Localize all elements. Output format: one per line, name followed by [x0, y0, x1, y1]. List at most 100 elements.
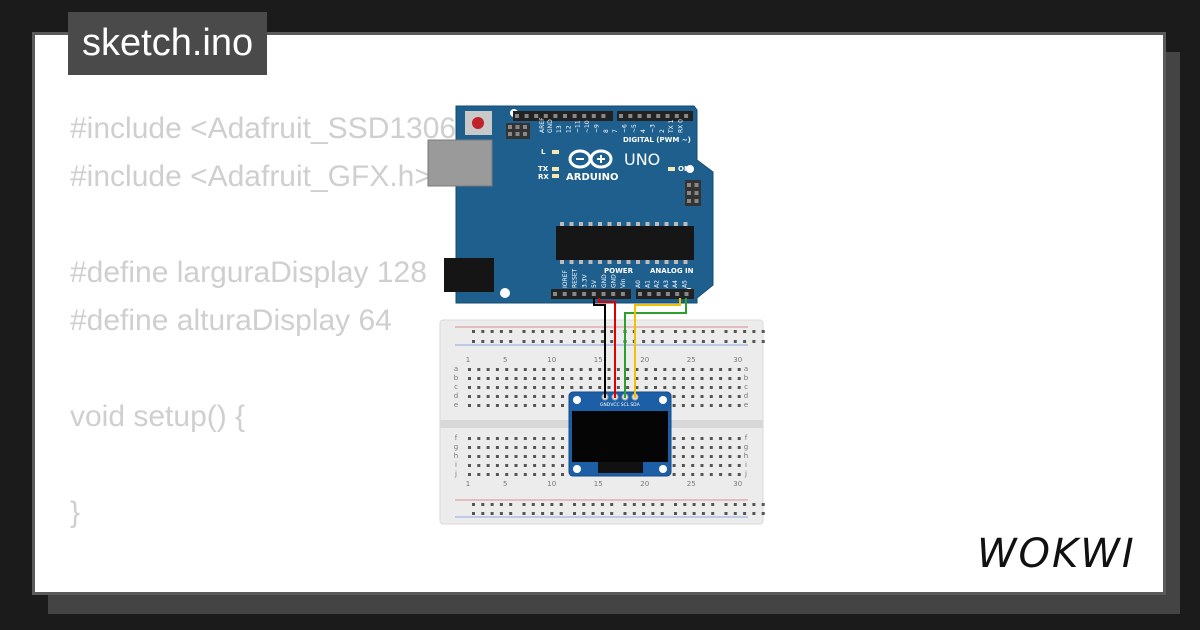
breadboard-hole — [691, 473, 695, 476]
breadboard-hole — [701, 512, 705, 515]
header-pin[interactable] — [534, 114, 539, 118]
wire-vcc[interactable] — [598, 298, 616, 398]
header-pin[interactable] — [515, 125, 520, 129]
breadboard-hole — [477, 437, 481, 440]
pin-label: 3.3V — [581, 273, 588, 288]
row-letter: c — [454, 383, 458, 391]
chip-leg — [664, 222, 669, 226]
pin-label: A3 — [663, 280, 670, 288]
breadboard-hole — [477, 455, 481, 458]
chip-leg — [579, 222, 583, 226]
header-pin[interactable] — [684, 114, 689, 118]
header-pin[interactable] — [563, 114, 567, 118]
header-pin[interactable] — [675, 292, 680, 296]
header-pin[interactable] — [687, 191, 691, 195]
chip-leg — [588, 260, 593, 264]
header-pin[interactable] — [515, 114, 519, 118]
header-pin[interactable] — [601, 292, 606, 296]
wire-sda[interactable] — [634, 298, 681, 398]
breadboard-hole — [579, 377, 583, 380]
power-jack — [444, 258, 494, 292]
row-letter: a — [744, 365, 748, 373]
header-pin[interactable] — [694, 199, 699, 203]
header-pin[interactable] — [656, 114, 661, 118]
header-pin[interactable] — [674, 114, 679, 118]
header-pin[interactable] — [562, 292, 567, 296]
header-pin[interactable] — [638, 292, 642, 296]
breadboard-hole — [481, 503, 485, 506]
header-pin[interactable] — [656, 292, 661, 296]
breadboard-hole — [642, 340, 646, 343]
breadboard-hole — [542, 437, 546, 440]
header-pin[interactable] — [572, 292, 577, 296]
header-pin[interactable] — [646, 114, 651, 118]
label-power: POWER — [604, 267, 634, 275]
header-pin[interactable] — [543, 114, 548, 118]
header-pin[interactable] — [628, 114, 633, 118]
header-pin[interactable] — [523, 132, 527, 136]
header-pin[interactable] — [620, 292, 625, 296]
wire-gnd[interactable] — [593, 298, 606, 398]
pin-label: 12 — [565, 125, 572, 133]
header-pin[interactable] — [582, 292, 587, 296]
breadboard-hole — [505, 368, 509, 371]
wire-scl[interactable] — [624, 298, 687, 398]
header-pin[interactable] — [619, 114, 623, 118]
row-letter: g — [454, 443, 458, 451]
chip-leg — [626, 222, 631, 226]
label-rx: RX — [538, 173, 549, 181]
arduino-uno-board[interactable]: L TX RX ON DIGITAL (PWM ~) POWER ANALOG … — [427, 105, 714, 304]
breadboard-hole — [700, 437, 704, 440]
breadboard-hole — [550, 503, 554, 506]
header-pin[interactable] — [508, 132, 512, 136]
breadboard-hole — [728, 395, 732, 398]
header-pin[interactable] — [687, 183, 691, 187]
header-pin[interactable] — [647, 292, 652, 296]
chip-leg — [560, 260, 564, 264]
header-pin[interactable] — [694, 191, 699, 195]
header-pin[interactable] — [687, 199, 691, 203]
header-pin[interactable] — [553, 292, 557, 296]
header-pin[interactable] — [611, 292, 616, 296]
chip-leg — [636, 260, 640, 264]
header-pin[interactable] — [601, 114, 606, 118]
header-pin[interactable] — [553, 114, 558, 118]
header-pin[interactable] — [524, 114, 529, 118]
pin-label: Vin — [620, 278, 627, 288]
header-pin[interactable] — [582, 114, 587, 118]
row-letter: d — [744, 392, 748, 400]
header-pin[interactable] — [665, 292, 670, 296]
header-pin[interactable] — [508, 125, 512, 129]
header-pin[interactable] — [694, 183, 699, 187]
breadboard-hole — [499, 330, 503, 333]
header-pin[interactable] — [523, 125, 527, 129]
pin-label: 4 — [640, 129, 647, 133]
header-pin[interactable] — [591, 114, 596, 118]
breadboard-hole — [514, 404, 518, 407]
pin-label: GND — [611, 274, 618, 288]
breadboard-hole — [495, 386, 499, 389]
breadboard-hole — [477, 473, 481, 476]
breadboard-hole — [509, 330, 513, 333]
header-pin[interactable] — [515, 132, 520, 136]
header-pin[interactable] — [591, 292, 596, 296]
reset-button[interactable] — [472, 117, 484, 129]
breadboard-hole — [582, 512, 586, 515]
chip-leg — [655, 222, 659, 226]
pin-label: RESET — [572, 268, 579, 288]
breadboard-hole — [533, 446, 537, 449]
breadboard-hole — [481, 340, 485, 343]
breadboard-hole — [672, 395, 676, 398]
breadboard-hole — [752, 330, 756, 333]
header-pin[interactable] — [637, 114, 642, 118]
pin-label: IOREF — [562, 270, 569, 288]
header-pin[interactable] — [665, 114, 670, 118]
header-pin[interactable] — [572, 114, 577, 118]
header-pin[interactable] — [684, 292, 689, 296]
chip-leg — [645, 260, 650, 264]
breadboard-hole — [542, 368, 546, 371]
breadboard-hole — [551, 404, 555, 407]
breadboard-hole — [674, 503, 677, 506]
file-tab[interactable]: sketch.ino — [68, 12, 268, 75]
